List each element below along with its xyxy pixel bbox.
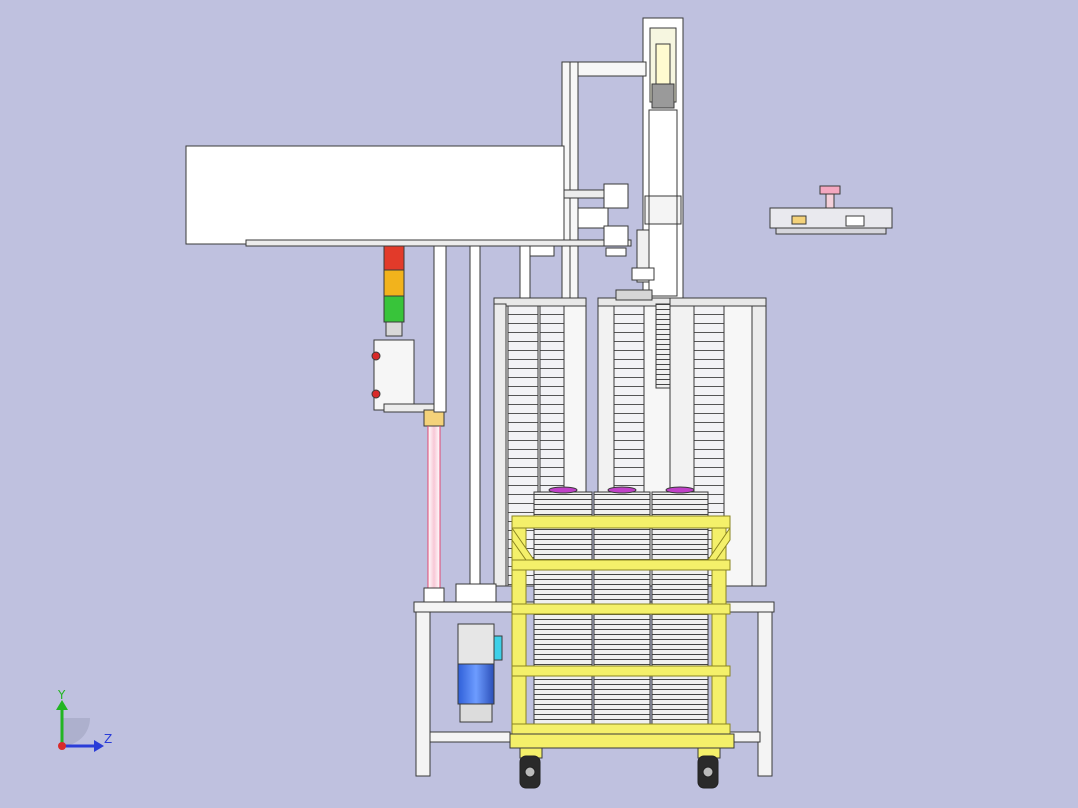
axis-triad: Y Z (56, 688, 112, 752)
material-cart[interactable] (509, 486, 735, 789)
stack-light-tower[interactable] (383, 245, 405, 337)
guide-rods (433, 245, 531, 587)
x-axis-icon (58, 742, 66, 750)
control-box[interactable] (371, 339, 445, 413)
upright-post (561, 61, 647, 303)
z-axis-label: Z (104, 732, 112, 746)
hood-panel[interactable] (185, 145, 632, 247)
vertical-linear-module[interactable] (642, 17, 684, 299)
cart-base (509, 733, 735, 759)
reset-button-icon[interactable] (371, 389, 381, 399)
pneumatic-cylinder[interactable] (423, 409, 445, 603)
y-axis-label: Y (57, 688, 66, 702)
sensor-brackets (527, 183, 655, 283)
emergency-stop-icon[interactable] (371, 351, 381, 361)
cart-frame (511, 515, 731, 735)
servo-motor[interactable] (457, 623, 503, 723)
cart-wheel-icon (519, 755, 719, 789)
gripper-assembly[interactable] (769, 185, 893, 235)
